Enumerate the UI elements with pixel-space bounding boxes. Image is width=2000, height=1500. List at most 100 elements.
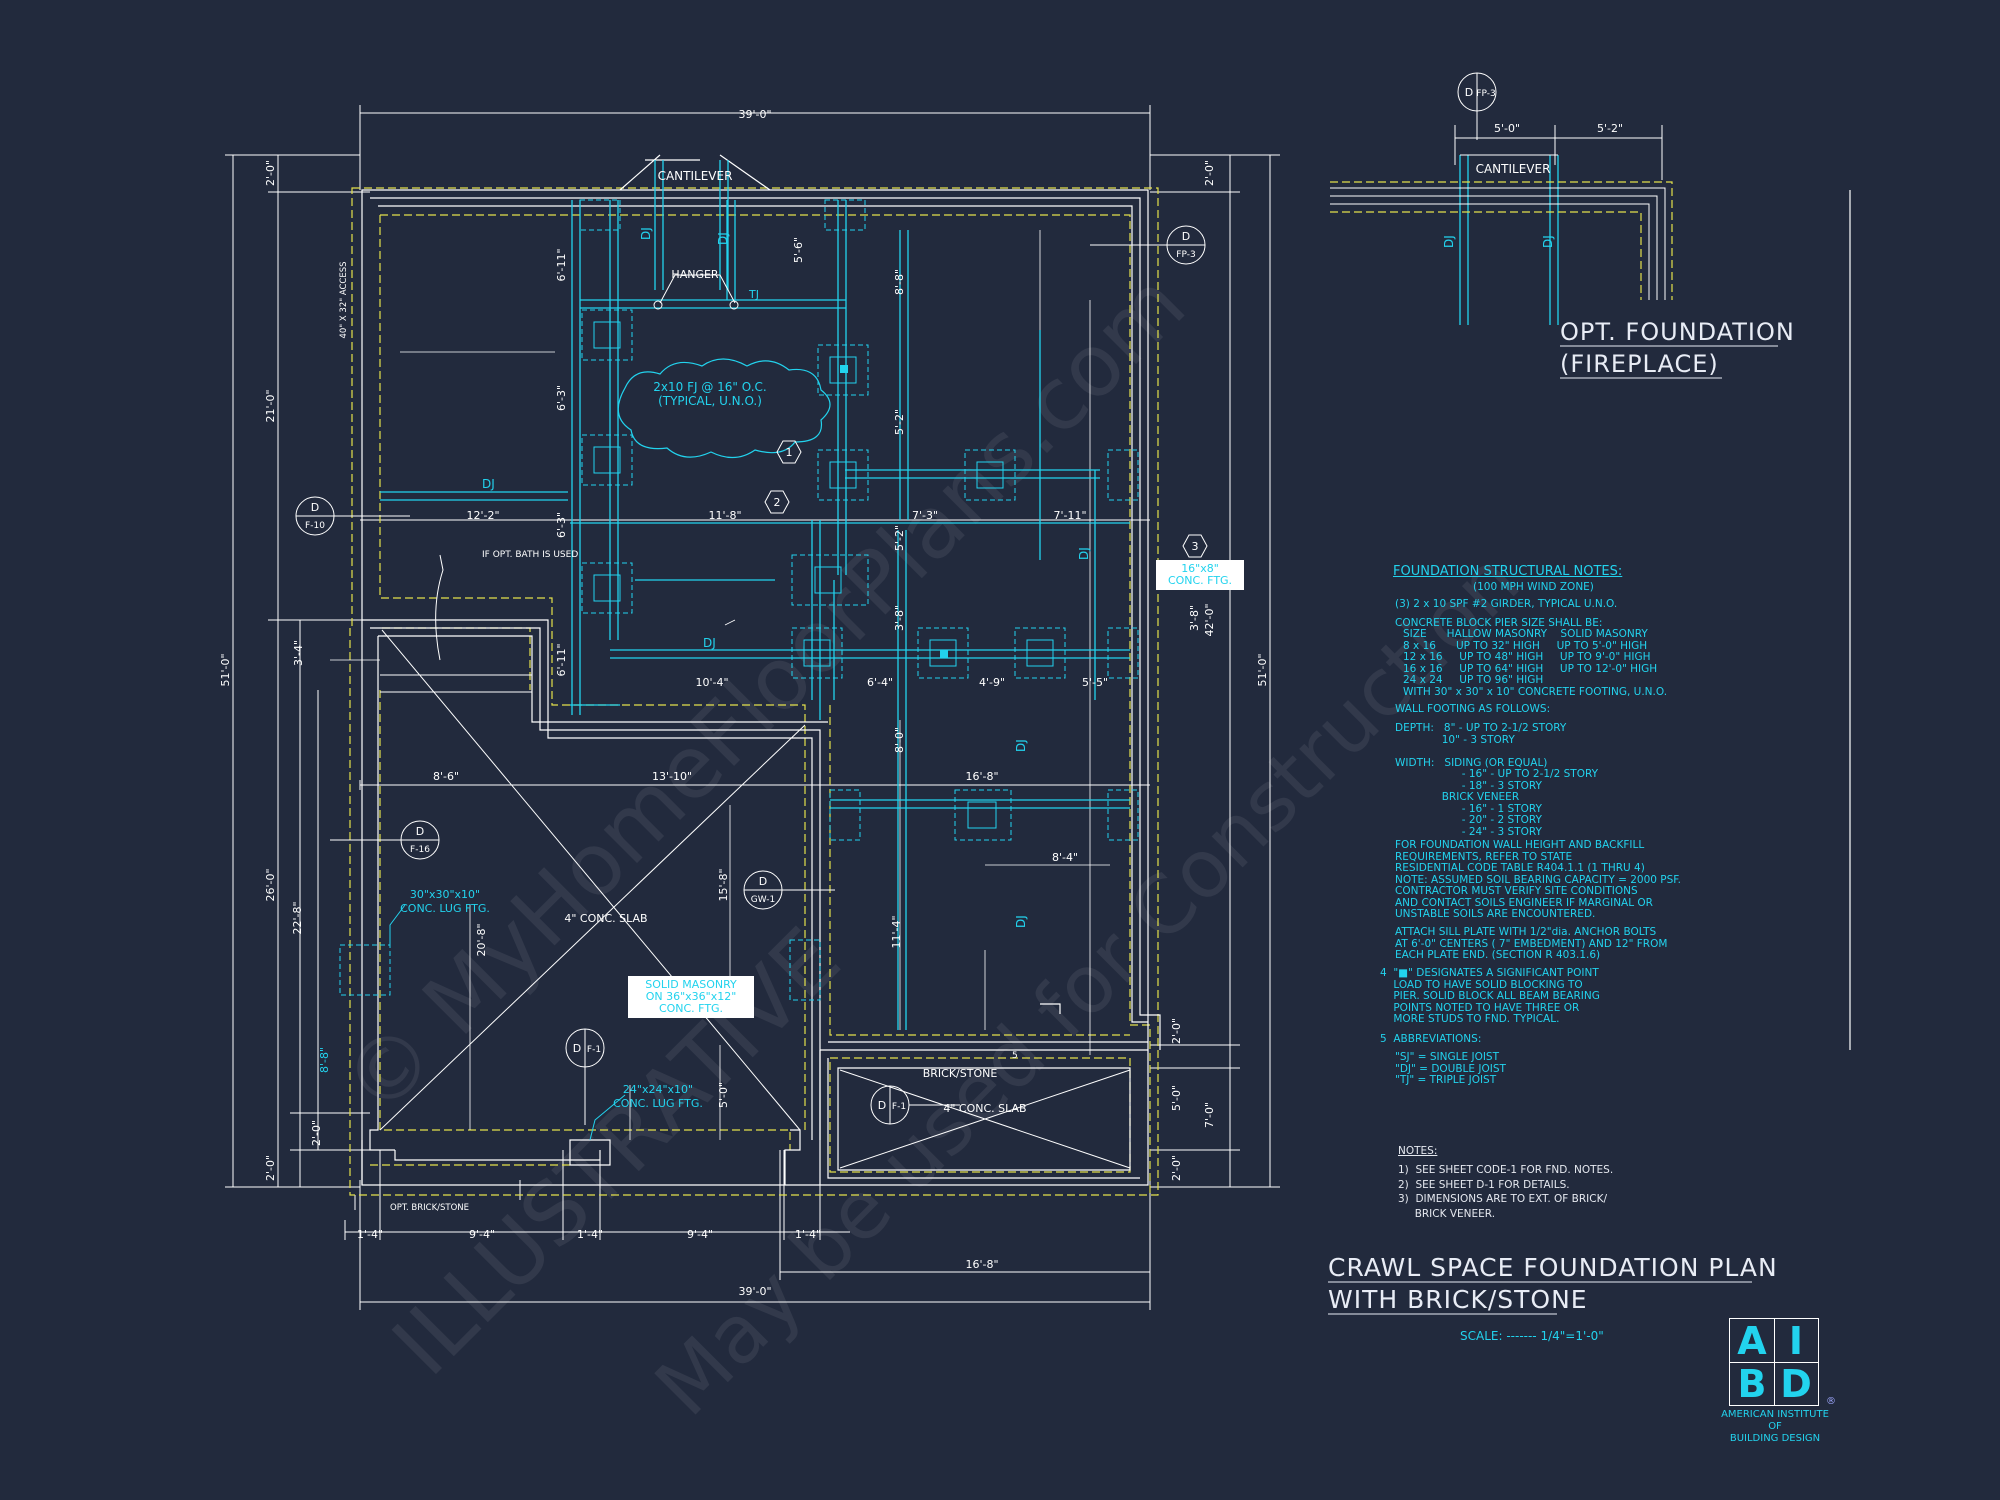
foundation-walls — [361, 154, 1851, 1186]
title-block: CRAWL SPACE FOUNDATION PLAN WITH BRICK/S… — [1328, 1253, 1778, 1343]
dimension-bottom: 39'-0" — [738, 1285, 771, 1298]
pier — [917, 627, 969, 679]
plan-title-line1: CRAWL SPACE FOUNDATION PLAN — [1328, 1253, 1778, 1282]
dimension: 2'-0" — [1203, 160, 1216, 186]
structural-note-2-table: SIZE HALLOW MASONRY SOLID MASONRY 8 x 16… — [1403, 628, 1668, 698]
structural-note-5: 5 ABBREVIATIONS: — [1380, 1033, 1482, 1045]
dimension-left-overall: 51'-0" — [219, 653, 232, 686]
note-tag: 3 — [1192, 540, 1199, 553]
dimension: 11'-4" — [890, 915, 903, 948]
section-letter: D — [311, 501, 319, 514]
logo-letter: I — [1788, 1318, 1804, 1363]
piers — [339, 199, 1139, 1001]
dj-label: DJ — [1014, 915, 1028, 928]
pier — [1107, 627, 1139, 679]
dimension: 2'-0" — [1170, 1018, 1183, 1044]
structural-note-p2: ATTACH SILL PLATE WITH 1/2"dia. ANCHOR B… — [1395, 926, 1668, 961]
dimension: 26'-0" — [264, 868, 277, 901]
dimension: 6'-4" — [867, 676, 893, 689]
dimension: 7'-3" — [912, 509, 938, 522]
dimension: 8'-0" — [893, 727, 906, 753]
structural-note-3-body: DEPTH: 8" - UP TO 2-1/2 STORY 10" - 3 ST… — [1395, 722, 1598, 838]
dimension: 42'-0" — [1203, 603, 1216, 636]
section-ref: FP-3 — [1176, 250, 1195, 260]
pier — [789, 939, 821, 1001]
section-mark: D GW-1 — [743, 870, 835, 910]
dimension-top: 39'-0" — [738, 108, 771, 121]
lug-ftg-label: 24"x24"x10" — [623, 1083, 693, 1096]
pier — [339, 944, 391, 996]
section-ref: F-1 — [587, 1045, 601, 1055]
pier — [1107, 449, 1139, 501]
dimension-right-overall: 51'-0" — [1256, 653, 1269, 686]
brick-stone-label: BRICK/STONE — [923, 1067, 998, 1080]
pier — [1107, 789, 1139, 841]
joist-note-line: (TYPICAL, U.N.O.) — [658, 394, 762, 408]
section-ref: FP-3 — [1476, 89, 1495, 99]
access-label: 40" X 32" ACCESS — [339, 261, 349, 338]
dimension: 10'-4" — [695, 676, 728, 689]
dimension: 5'-0" — [1170, 1085, 1183, 1111]
dimension: 16'-8" — [965, 770, 998, 783]
section-ref: F-1 — [892, 1102, 906, 1112]
dimension: 6'-3" — [555, 512, 568, 538]
dj-label: DJ — [703, 636, 716, 650]
pier — [817, 344, 869, 396]
section-ref: GW-1 — [751, 895, 775, 905]
hanger-label: HANGER — [671, 268, 718, 281]
structural-note-2: CONCRETE BLOCK PIER SIZE SHALL BE: — [1395, 617, 1603, 629]
dimension: 5'-2" — [893, 409, 906, 435]
structural-note-4: 4 "■" DESIGNATES A SIGNIFICANT POINT LOA… — [1380, 967, 1600, 1025]
dimension-lines — [225, 105, 1280, 1310]
dimension: 9'-4" — [687, 1228, 713, 1241]
note-tags: 1 2 3 — [764, 440, 1208, 558]
pier — [581, 562, 633, 614]
structural-note-p1: FOR FOUNDATION WALL HEIGHT AND BACKFILL … — [1395, 839, 1681, 920]
dimension: 8'-4" — [1052, 851, 1078, 864]
structural-note-1: (3) 2 x 10 SPF #2 GIRDER, TYPICAL U.N.O. — [1395, 598, 1618, 610]
logo-caption: AMERICAN INSTITUTE OF BUILDING DESIGN — [1721, 1409, 1829, 1444]
callout-line: CONC. FTG. — [658, 1002, 724, 1015]
pier — [824, 199, 866, 231]
dimension: 5'-0" — [1494, 122, 1520, 135]
dimension: 13'-10" — [652, 770, 692, 783]
dimension: 5'-2" — [1597, 122, 1623, 135]
plan-labels: CANTILEVER DJ DJ DJ DJ DJ DJ DJ DJ DJ 40… — [339, 169, 1555, 1213]
dj-label: DJ — [482, 477, 495, 491]
section-letter: D — [878, 1099, 886, 1112]
pier — [791, 627, 843, 679]
opt-brick-stone-label: OPT. BRICK/STONE — [390, 1203, 469, 1213]
section-mark: D F-1 — [565, 1028, 605, 1125]
structural-note-5-body: "SJ" = SINGLE JOIST "DJ" = DOUBLE JOIST … — [1395, 1051, 1506, 1086]
dimension: 6'-11" — [555, 643, 568, 676]
dimension: 21'-0" — [264, 389, 277, 422]
interior-dimension-lines — [330, 230, 1110, 1140]
slab-label: 4" CONC. SLAB — [564, 912, 647, 925]
dimension: 3'-4" — [292, 640, 305, 666]
lug-ftg-label: CONC. LUG FTG. — [613, 1097, 703, 1110]
structural-note-3: WALL FOOTING AS FOLLOWS: — [1395, 703, 1551, 715]
callout-line: 16"x8" — [1181, 562, 1219, 575]
dj-label: DJ — [1014, 739, 1028, 752]
joist-note-line: 2x10 FJ @ 16" O.C. — [653, 380, 766, 394]
dimension: 5'-6" — [792, 237, 805, 263]
solid-masonry-callout: SOLID MASONRY ON 36"x36"x12" CONC. FTG. — [628, 976, 754, 1018]
pier — [579, 199, 621, 231]
dimension: 2'-0" — [310, 1120, 323, 1146]
slab-bracing — [379, 629, 1131, 1169]
pier — [581, 309, 633, 361]
opt-foundation-title: OPT. FOUNDATION — [1560, 318, 1795, 346]
dimension-texts: 39'-0" 39'-0" 51'-0" 51'-0" 2'-0" 21'-0"… — [219, 108, 1269, 1298]
slab-label: 4" CONC. SLAB — [943, 1102, 1026, 1115]
dimension: 3'-8" — [893, 605, 906, 631]
dimension: 12'-2" — [466, 509, 499, 522]
dimension: 6'-3" — [555, 385, 568, 411]
scale-label: SCALE: ------- 1/4"=1'-0" — [1460, 1329, 1604, 1343]
pier — [964, 449, 1016, 501]
section-mark: D F-16 — [330, 820, 440, 860]
dimension: 7'-11" — [1053, 509, 1086, 522]
dimension: 1'-4" — [795, 1228, 821, 1241]
dimension: 2'-0" — [264, 1155, 277, 1181]
cantilever-label: CANTILEVER — [658, 169, 733, 183]
dimension: 5'-2" — [893, 525, 906, 551]
